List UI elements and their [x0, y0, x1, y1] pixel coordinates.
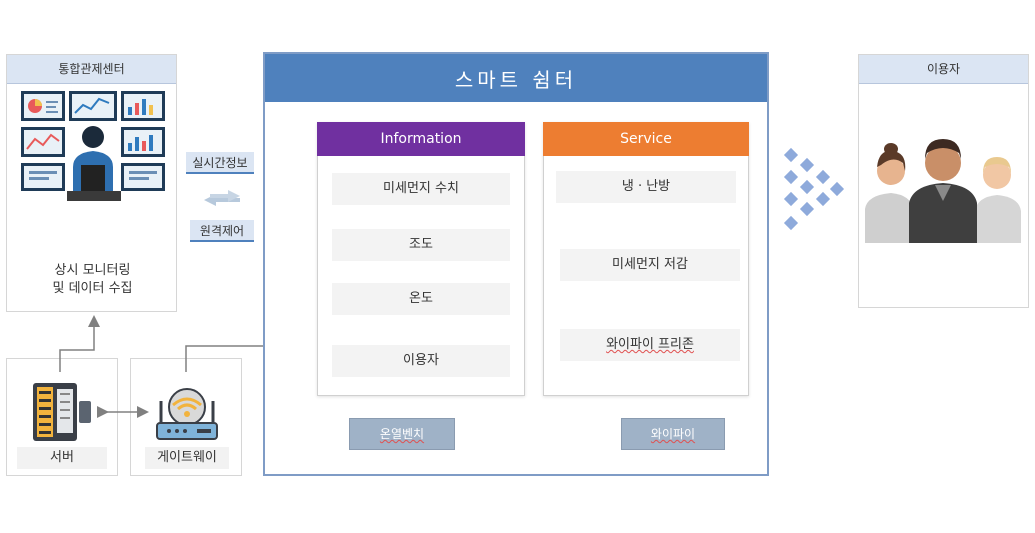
information-item: 미세먼지 수치: [332, 173, 510, 205]
server-panel: 서버: [6, 358, 118, 476]
wifi-button-label: 와이파이: [650, 427, 696, 441]
heated-bench-button[interactable]: 온열벤치: [349, 418, 455, 450]
control-center-title: 통합관제센터: [7, 55, 176, 84]
service-item: 미세먼지 저감: [560, 249, 740, 281]
service-item: 냉 · 난방: [556, 171, 736, 203]
information-item: 조도: [332, 229, 510, 261]
control-center-caption-line1: 상시 모니터링: [54, 263, 131, 278]
gateway-label-box: 게이트웨이: [145, 447, 229, 469]
users-group-icon: [865, 139, 1021, 243]
service-box: Service 냉 · 난방 미세먼지 저감 와이파이 프리존: [543, 122, 749, 396]
service-header: Service: [543, 122, 749, 156]
information-item: 온도: [332, 283, 510, 315]
bidirectional-arrow-icon: [204, 190, 240, 206]
server-label: 서버: [50, 450, 74, 465]
wifi-router-icon: [156, 388, 218, 440]
server-rack-icon: [33, 383, 91, 441]
information-item: 이용자: [332, 345, 510, 377]
information-box: Information 미세먼지 수치 조도 온도 이용자: [317, 122, 525, 396]
gateway-to-shelter-line: [185, 340, 299, 372]
control-center-panel: 통합관제센터 상시 모니터링 및 데이터 수집: [6, 54, 177, 312]
smart-shelter-panel: 스마트 쉼터 Information 미세먼지 수치 조도 온도 이용자 Ser…: [263, 52, 769, 476]
information-header: Information: [317, 122, 525, 156]
diamond-arrow-icon: [783, 147, 845, 231]
service-item-label: 와이파이 프리존: [606, 337, 694, 352]
user-panel: 이용자: [858, 54, 1029, 308]
smart-shelter-title: 스마트 쉼터: [454, 68, 578, 92]
control-center-caption-line2: 및 데이터 수집: [52, 281, 133, 296]
server-label-box: 서버: [17, 447, 107, 469]
monitoring-operator-icon: [21, 91, 165, 201]
realtime-info-text: 실시간정보: [192, 156, 248, 170]
gateway-label: 게이트웨이: [157, 450, 217, 465]
remote-control-text: 원격제어: [199, 224, 245, 238]
user-panel-title: 이용자: [859, 55, 1028, 84]
wifi-button[interactable]: 와이파이: [621, 418, 725, 450]
heated-bench-label: 온열벤치: [379, 427, 425, 441]
remote-control-label: 원격제어: [190, 220, 254, 242]
realtime-info-label: 실시간정보: [186, 152, 254, 174]
server-to-center-line: [59, 315, 100, 372]
service-item: 와이파이 프리존: [560, 329, 740, 361]
smart-shelter-header: 스마트 쉼터: [265, 54, 767, 102]
